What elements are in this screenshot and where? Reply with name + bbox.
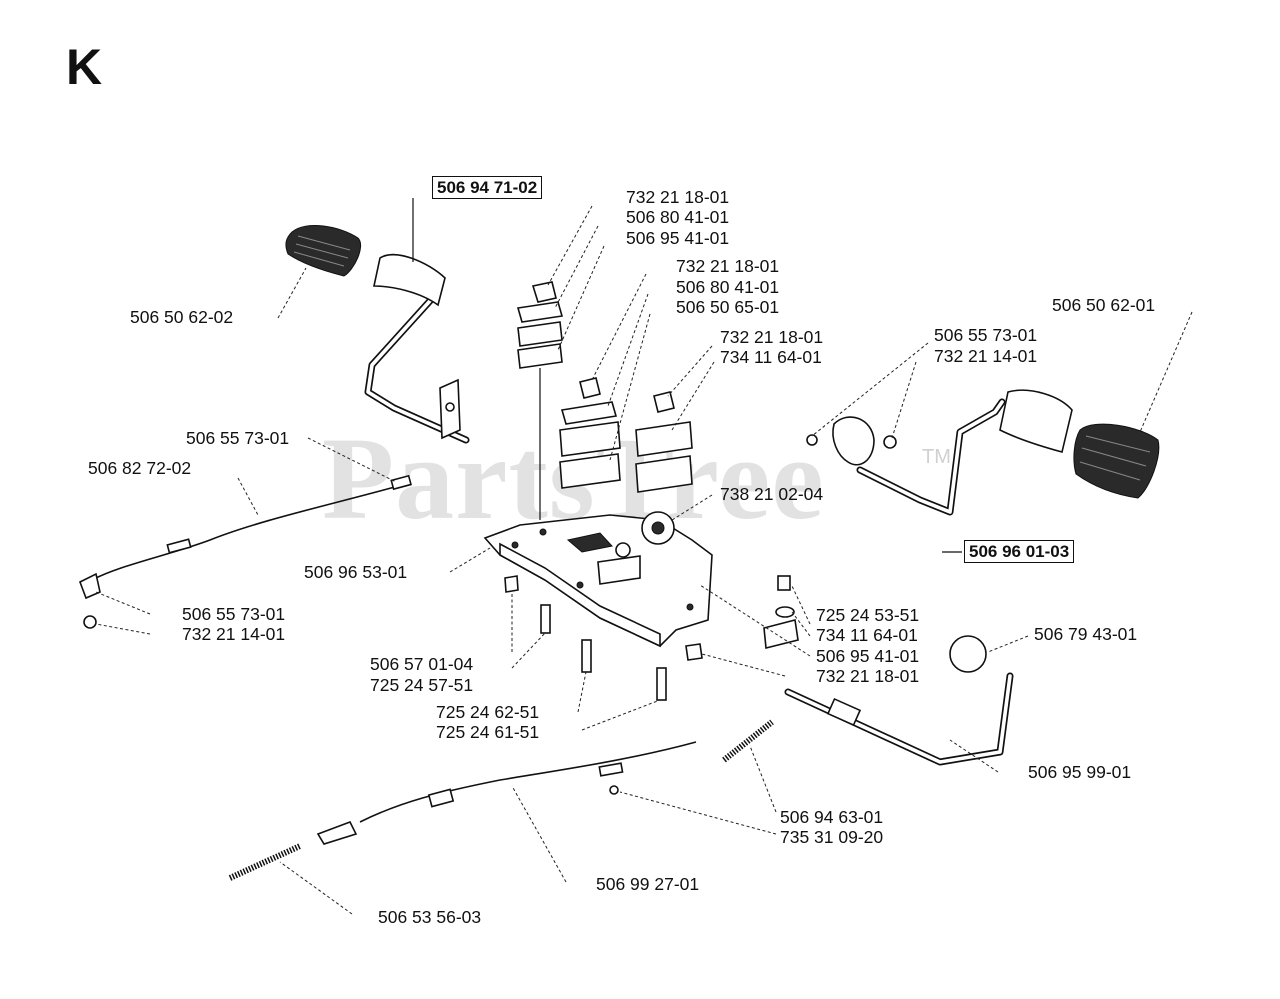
part-label[interactable]: 734 11 64-01: [720, 347, 822, 367]
clamp-stack-2: [559, 377, 621, 489]
part-label[interactable]: 506 80 41-01: [626, 207, 730, 227]
part-label[interactable]: 732 21 14-01: [934, 346, 1038, 366]
left-pedal-pad: [285, 225, 362, 277]
part-label[interactable]: 725 24 57-51: [370, 675, 474, 695]
leader-lines: [95, 198, 1193, 915]
part-label[interactable]: 738 21 02-04: [720, 484, 824, 504]
part-label[interactable]: 506 50 65-01: [676, 297, 780, 317]
part-label-boxed[interactable]: 506 94 71-02: [432, 176, 543, 199]
part-label[interactable]: 506 96 53-01: [304, 562, 408, 582]
part-label[interactable]: 506 57 01-04: [370, 654, 474, 674]
watermark-tm: TM: [922, 446, 951, 468]
part-label[interactable]: 506 50 62-01: [1052, 295, 1156, 315]
sheet-letter: K: [66, 39, 103, 95]
part-label[interactable]: 732 21 18-01: [720, 327, 824, 347]
part-label[interactable]: 506 50 62-02: [130, 307, 234, 327]
part-label[interactable]: 506 82 72-02: [88, 458, 192, 478]
part-label[interactable]: 506 94 63-01: [780, 807, 884, 827]
part-label[interactable]: 725 24 53-51: [816, 605, 920, 625]
part-label[interactable]: 506 55 73-01: [934, 325, 1038, 345]
bolt-group: [504, 575, 703, 701]
part-label[interactable]: 506 53 56-03: [378, 907, 482, 927]
left-pedal-assembly: [364, 253, 470, 444]
mounting-plate: [483, 511, 713, 648]
left-cable: [78, 474, 412, 629]
clamp-stack-3: [635, 391, 693, 493]
part-label[interactable]: 506 80 41-01: [676, 277, 780, 297]
bottom-cable: [228, 719, 774, 881]
part-label[interactable]: 506 95 99-01: [1028, 762, 1132, 782]
part-label[interactable]: 725 24 62-51: [436, 702, 540, 722]
part-label[interactable]: 734 11 64-01: [816, 625, 918, 645]
part-label[interactable]: 732 21 18-01: [676, 256, 780, 276]
part-label[interactable]: 506 95 41-01: [816, 646, 920, 666]
part-label[interactable]: 732 21 14-01: [182, 624, 286, 644]
right-pedal-pad: [1073, 423, 1160, 499]
part-label[interactable]: 732 21 18-01: [626, 187, 730, 207]
part-label[interactable]: 506 95 41-01: [626, 228, 730, 248]
right-pedal-assembly: [806, 389, 1073, 516]
part-label[interactable]: 725 24 61-51: [436, 722, 540, 742]
clamp-stack-1: [516, 281, 564, 520]
part-label[interactable]: 506 55 73-01: [186, 428, 290, 448]
part-label-boxed[interactable]: 506 96 01-03: [964, 540, 1075, 563]
part-label[interactable]: 506 55 73-01: [182, 604, 286, 624]
part-label[interactable]: 506 79 43-01: [1034, 624, 1138, 644]
lever-rod: [784, 635, 1014, 766]
right-clamp: [763, 575, 799, 650]
part-label[interactable]: 732 21 18-01: [816, 666, 920, 686]
part-label[interactable]: 735 31 09-20: [780, 827, 884, 847]
part-label[interactable]: 506 99 27-01: [596, 874, 700, 894]
